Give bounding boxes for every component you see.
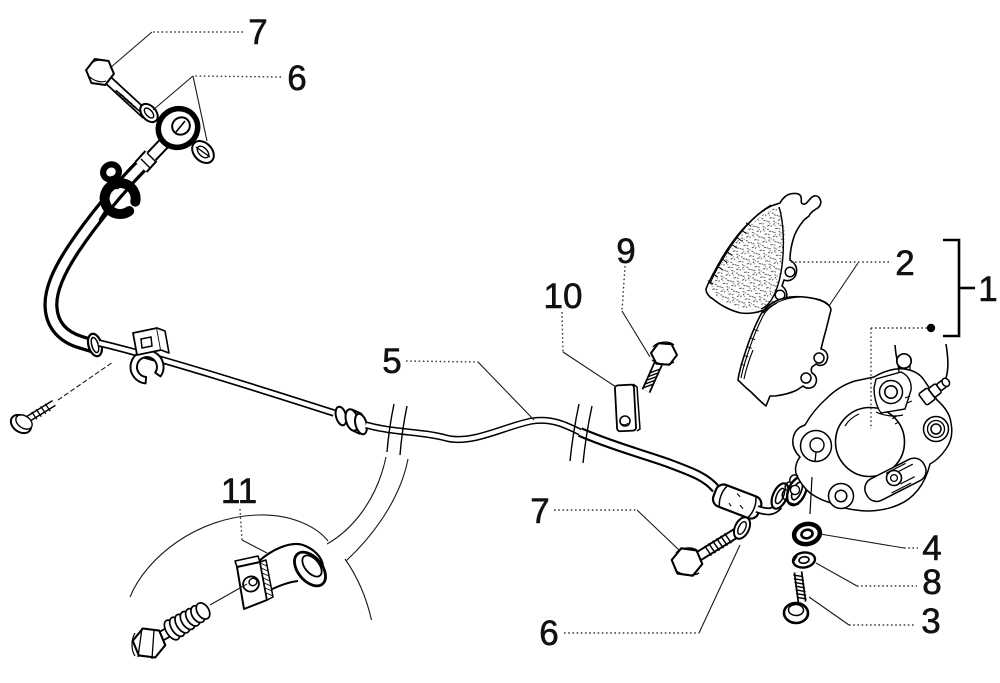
pipe-clamp-bracket: [129, 327, 170, 385]
callout-label-3-12: 3: [921, 602, 940, 641]
bracket-plate-10: [614, 383, 641, 433]
banjo-washer-top: [139, 102, 159, 124]
callout-label-11-8: 11: [221, 472, 257, 511]
spring-washer-8: [791, 551, 817, 569]
bolt-11: [131, 602, 211, 660]
detail-balloon: [129, 456, 409, 621]
brake-pad-outer: [705, 192, 822, 315]
callout-label-10-5: 10: [544, 277, 583, 316]
hose-boot: [711, 483, 763, 520]
banjo-bolt-bottom: [670, 527, 741, 577]
hose-position-ticks: [386, 403, 593, 464]
banjo-bolt-top: [85, 58, 150, 119]
callout-label-8-11: 8: [922, 563, 941, 602]
callout-label-1-3: 1: [978, 270, 997, 309]
clamp-11: [234, 542, 327, 610]
washer-4: [791, 521, 823, 547]
callout-label-9-4: 9: [616, 232, 635, 271]
brake-pad-inner: [737, 295, 832, 407]
callout-label-5-6: 5: [382, 342, 401, 381]
callout-label-6-9: 6: [539, 614, 558, 653]
callout-label-6-1: 6: [287, 59, 306, 98]
brake-hose: [43, 105, 809, 520]
banjo-washer-bottom: [732, 516, 752, 540]
bolt-3: [782, 571, 810, 625]
clip-ring: [191, 140, 215, 164]
bolt-9: [641, 341, 678, 393]
callout-label-7-7: 7: [530, 492, 549, 531]
callout-1-bracket: [870, 238, 975, 429]
brake-caliper: [781, 343, 953, 515]
callout-label-4-10: 4: [922, 529, 941, 568]
leader-lines: [57, 31, 918, 634]
clamp-screw: [9, 400, 56, 435]
hose-spring-clip: [98, 161, 141, 223]
callout-label-2-2: 2: [895, 244, 914, 283]
callout-label-7-0: 7: [248, 13, 267, 52]
